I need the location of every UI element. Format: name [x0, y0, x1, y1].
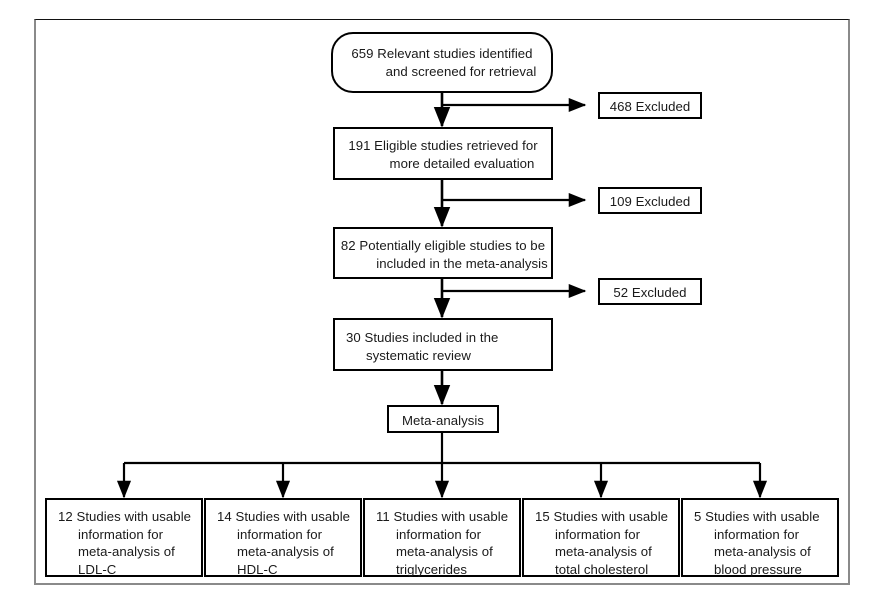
node-outcome-triglycerides-line1: 11 Studies with usable [376, 509, 509, 524]
node-excluded-468: 468 Excluded [598, 92, 702, 119]
node-outcome-triglycerides-line2: information for [396, 526, 482, 542]
node-outcome-blood-pressure-line3: meta-analysis of [714, 544, 811, 559]
node-excluded-109: 109 Excluded [598, 187, 702, 214]
node-potentially-eligible-line1: 82 Potentially eligible studies to be [340, 238, 546, 253]
node-outcome-ldl-c-text: 12 Studies with usable information for met… [47, 508, 195, 578]
node-excluded-468-label: 468 Excluded [609, 99, 691, 114]
node-outcome-hdl-c-line2: information for [237, 526, 323, 542]
node-outcome-hdl-c: 14 Studies with usable information for met… [204, 498, 362, 577]
node-outcome-blood-pressure-text: 5 Studies with usable information for meta… [683, 508, 824, 578]
node-systematic-review-line2: systematic review [366, 347, 471, 363]
node-outcome-triglycerides-text: 11 Studies with usable information for met… [365, 508, 512, 578]
node-meta-analysis-label: Meta-analysis [401, 413, 484, 428]
node-outcome-ldl-c-line4: LDL-C [78, 561, 117, 577]
node-outcome-triglycerides-line4: triglycerides [396, 561, 468, 577]
node-meta-analysis: Meta-analysis [387, 405, 499, 433]
node-outcome-total-cholesterol-line3: meta-analysis of [555, 544, 652, 559]
node-potentially-eligible-line2: included in the meta-analysis [376, 255, 548, 271]
node-outcome-hdl-c-line1: 14 Studies with usable [217, 509, 351, 524]
node-eligible-studies-text: 191 Eligible studies retrieved for more d… [335, 137, 551, 172]
node-outcome-total-cholesterol-line4: total cholesterol [555, 561, 649, 577]
node-outcome-total-cholesterol: 15 Studies with usable information for met… [522, 498, 680, 577]
node-eligible-studies-retrieved: 191 Eligible studies retrieved for more d… [333, 127, 553, 180]
node-relevant-studies-line2: and screened for retrieval [385, 63, 537, 79]
node-systematic-review-text: 30 Studies included in the systematic rev… [335, 329, 502, 364]
node-outcome-total-cholesterol-text: 15 Studies with usable information for met… [524, 508, 672, 578]
node-studies-systematic-review: 30 Studies included in the systematic rev… [333, 318, 553, 371]
node-outcome-total-cholesterol-line1: 15 Studies with usable [535, 509, 669, 524]
node-outcome-ldl-c-line3: meta-analysis of [78, 544, 175, 559]
node-outcome-blood-pressure: 5 Studies with usable information for meta… [681, 498, 839, 577]
node-excluded-109-label: 109 Excluded [609, 194, 691, 209]
node-relevant-studies-identified: 659 Relevant studies identified and scree… [331, 32, 553, 93]
node-systematic-review-line1: 30 Studies included in the [346, 330, 499, 345]
node-relevant-studies-text: 659 Relevant studies identified and scree… [333, 45, 551, 80]
node-outcome-triglycerides: 11 Studies with usable information for met… [363, 498, 521, 577]
node-eligible-studies-line2: more detailed evaluation [389, 155, 535, 171]
node-potentially-eligible-text: 82 Potentially eligible studies to be inc… [335, 237, 551, 272]
node-outcome-blood-pressure-line1: 5 Studies with usable [694, 509, 820, 524]
node-outcome-ldl-c-line2: information for [78, 526, 164, 542]
node-outcome-hdl-c-line4: HDL-C [237, 561, 278, 577]
node-outcome-hdl-c-line3: meta-analysis of [237, 544, 334, 559]
node-outcome-total-cholesterol-line2: information for [555, 526, 641, 542]
node-eligible-studies-line1: 191 Eligible studies retrieved for [348, 138, 538, 153]
node-outcome-blood-pressure-line4: blood pressure [714, 561, 802, 577]
node-outcome-ldl-c: 12 Studies with usable information for met… [45, 498, 203, 577]
node-excluded-52-label: 52 Excluded [613, 285, 687, 300]
node-relevant-studies-line1: 659 Relevant studies identified [351, 46, 533, 61]
node-outcome-blood-pressure-line2: information for [714, 526, 800, 542]
node-potentially-eligible-studies: 82 Potentially eligible studies to be inc… [333, 227, 553, 279]
node-outcome-ldl-c-line1: 12 Studies with usable [58, 509, 192, 524]
node-outcome-triglycerides-line3: meta-analysis of [396, 544, 493, 559]
node-outcome-hdl-c-text: 14 Studies with usable information for met… [206, 508, 354, 578]
node-excluded-52: 52 Excluded [598, 278, 702, 305]
